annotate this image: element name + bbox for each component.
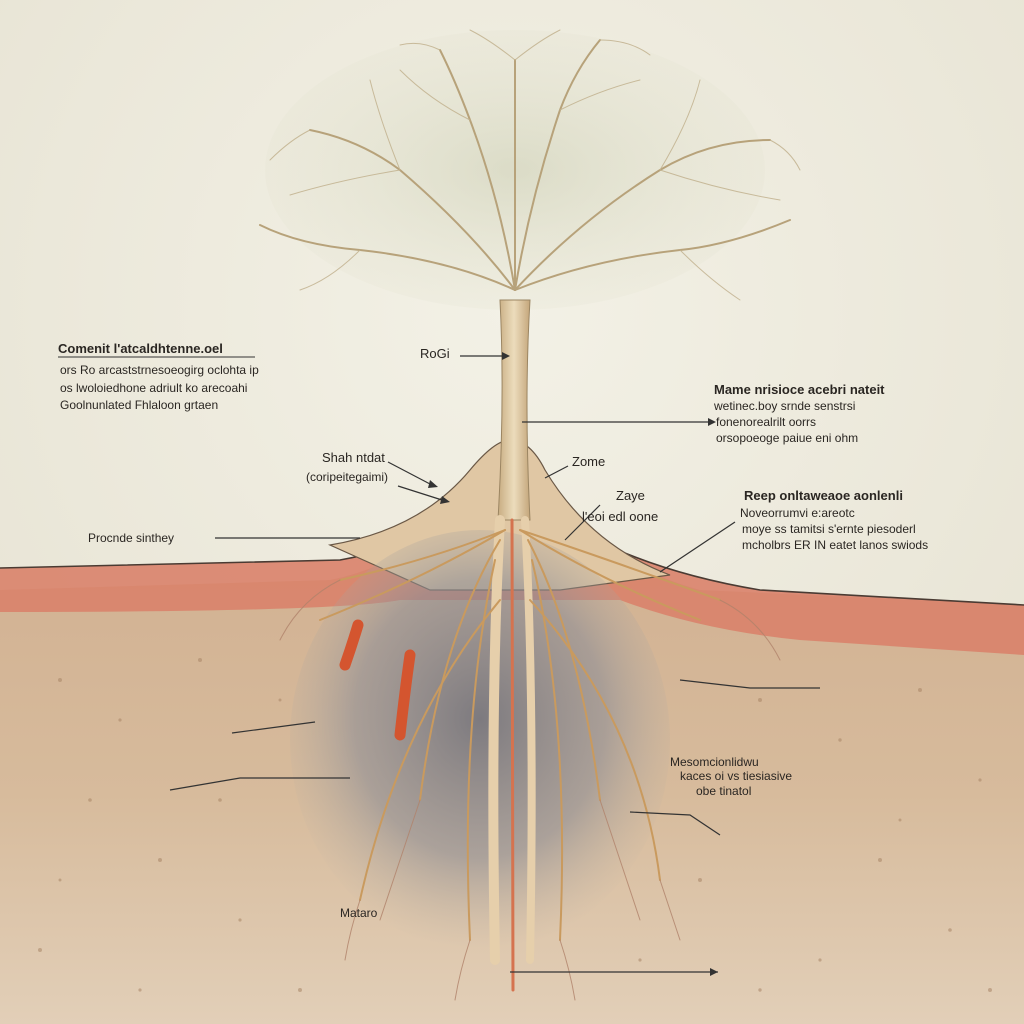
soil-speckles — [38, 658, 992, 992]
mid-label-3: obe tinatol — [696, 784, 752, 798]
mame-title-label: Mame nrisioce acebri nateit — [714, 382, 885, 397]
pointer-arrowheads — [428, 352, 718, 976]
mame-line-2: wetinec.boy srnde senstrsi — [714, 399, 856, 413]
shah-label-2: (coripeitegaimi) — [306, 470, 389, 484]
left-title-label: Comenit l'atcaldhtenne.oel — [58, 341, 223, 356]
mame-line-3: fonenorealrilt oorrs — [716, 415, 817, 429]
mataro-label: Mataro — [340, 906, 378, 920]
tree-crown — [259, 29, 801, 310]
root-shadow-zone — [290, 530, 670, 950]
roci-label: RoGi — [420, 346, 450, 361]
reep-line-2: Noveorrumvi e:areotc — [740, 506, 855, 520]
zome-label: Zome — [572, 454, 606, 469]
reep-line-4: mcholbrs ER IN eatet lanos swiods — [742, 538, 929, 552]
proche-label: Procnde sinthey — [88, 531, 175, 545]
left-desc-line-4: Goolnunlated Fhlaloon grtaen — [60, 398, 219, 412]
zaye-label-1: Zaye — [616, 488, 645, 503]
pointer-lines — [169, 355, 820, 973]
mid-label-2: kaces oi vs tiesiasive — [680, 769, 793, 783]
root-system — [279, 515, 781, 1001]
zaye-label-2: l'eoi edl oone — [582, 509, 659, 524]
left-desc-line-3: os lwoloiedhone adriult ko arecoahi — [60, 381, 248, 395]
mid-label-1: Mesomcionlidwu — [670, 755, 759, 769]
mame-line-4: orsopoeoge paiue eni ohm — [716, 431, 859, 445]
shah-label-1: Shah ntdat — [322, 450, 385, 465]
reep-line-3: moye ss tamitsi s'ernte piesoderl — [742, 522, 916, 536]
reep-title-label: Reep onltaweaoe aonlenli — [744, 488, 903, 503]
left-desc-line-2: ors Ro arcaststrnesoeogirg oclohta ip — [60, 363, 259, 377]
tree-trunk — [497, 299, 531, 521]
